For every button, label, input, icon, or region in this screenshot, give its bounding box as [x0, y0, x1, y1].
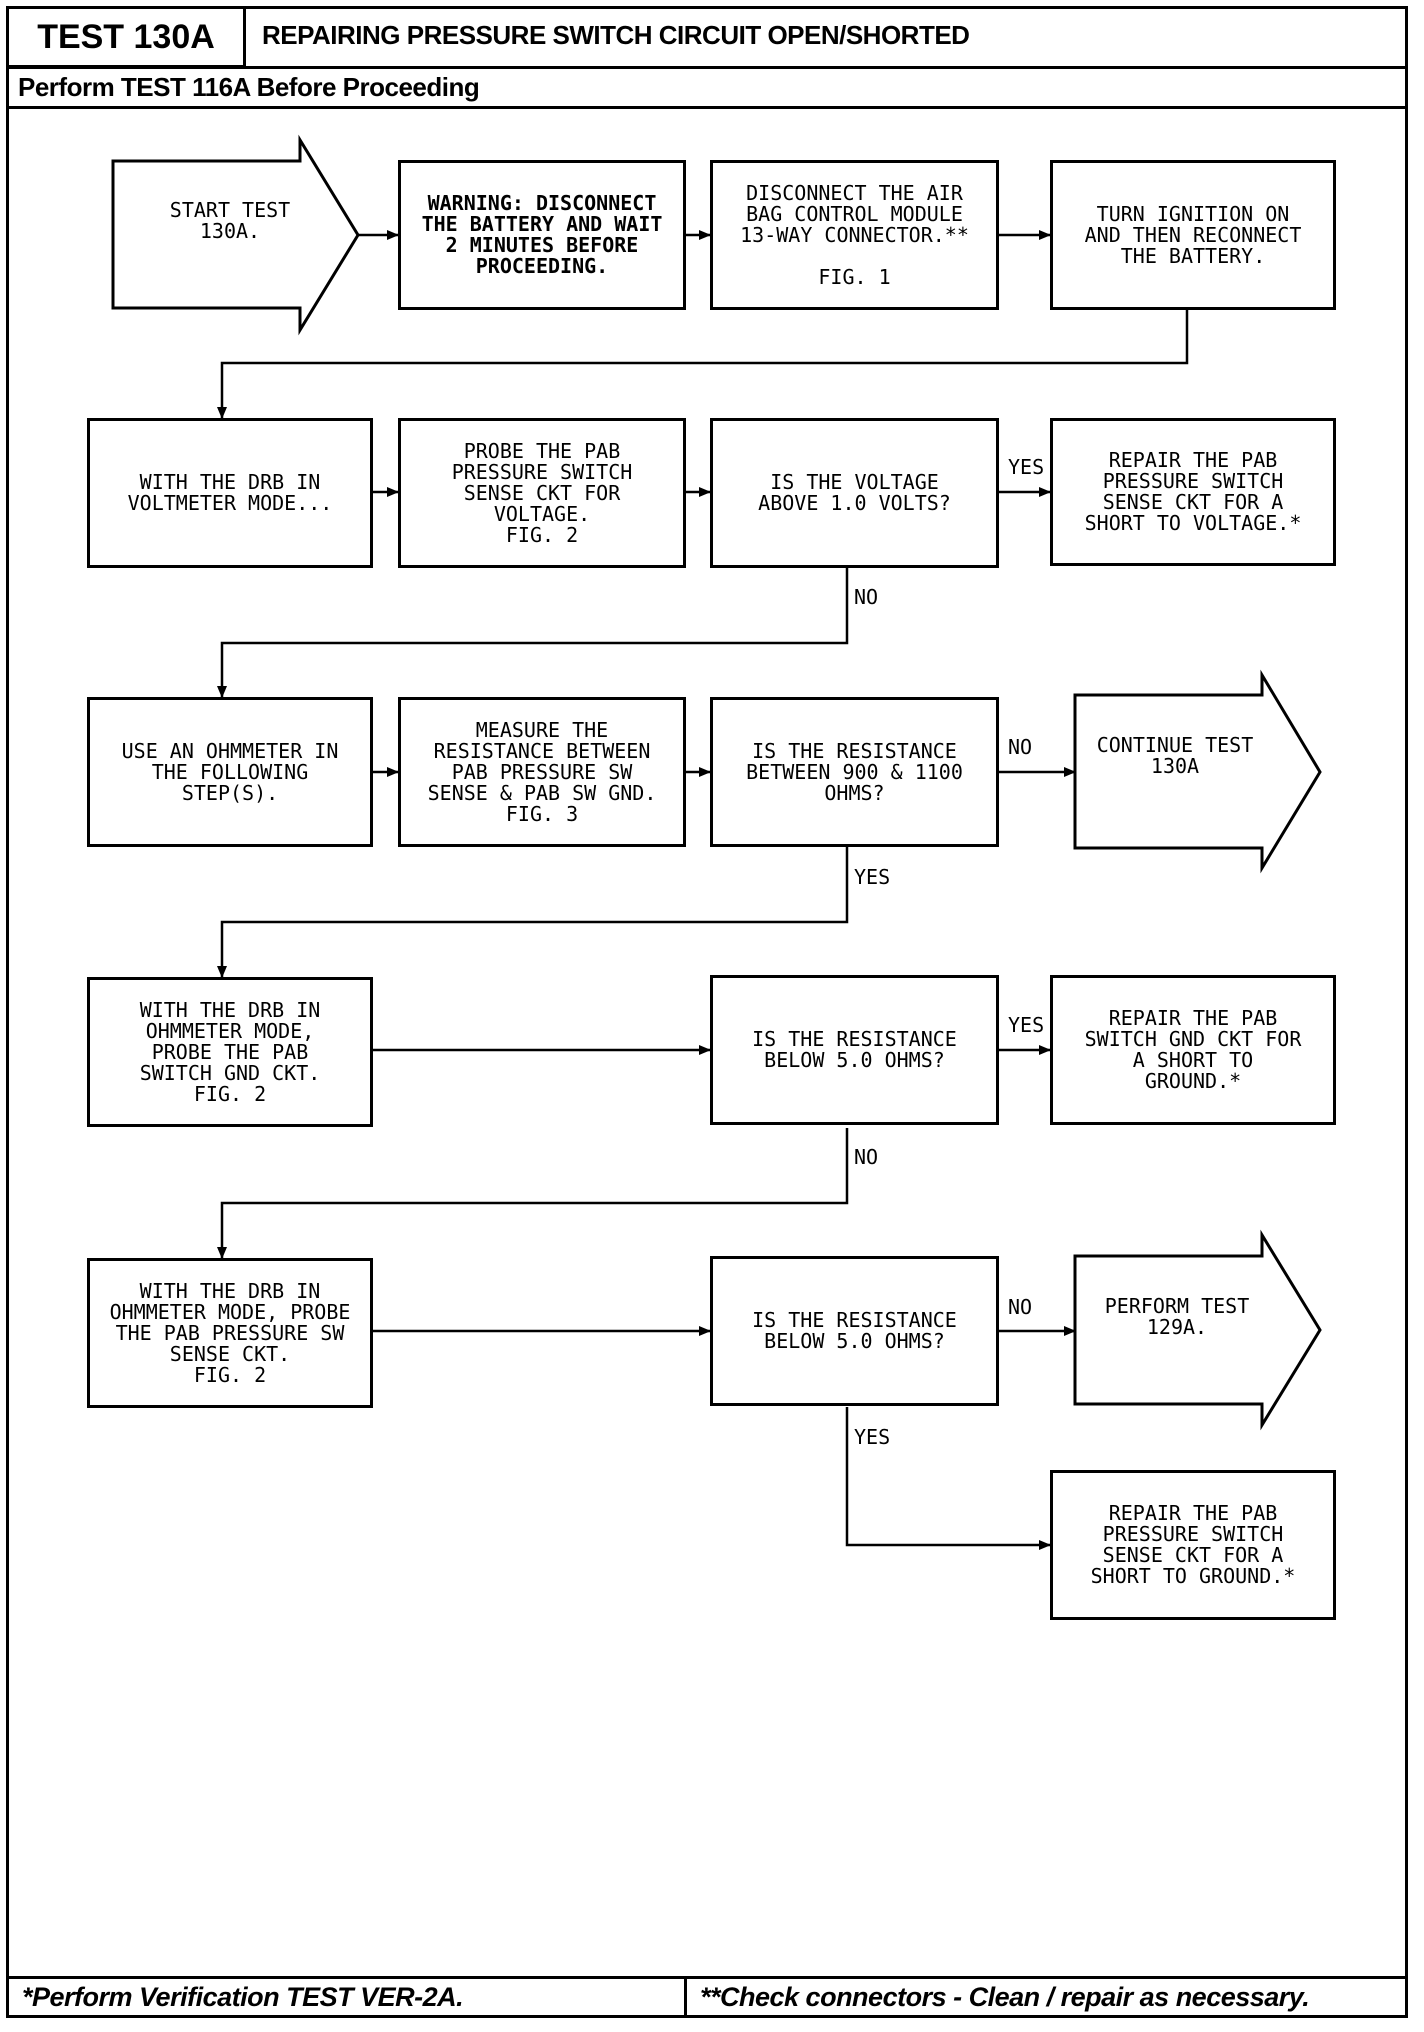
probe-sense-voltage-box: PROBE THE PAB PRESSURE SWITCH SENSE CKT …: [398, 418, 686, 568]
continue-test-label: CONTINUE TEST 130A: [1096, 733, 1254, 778]
yes-label: YES: [1008, 455, 1045, 479]
continue-arrow-shape: [1073, 669, 1322, 874]
drb-ohm-sense-box: WITH THE DRB IN OHMMETER MODE, PROBE THE…: [87, 1258, 373, 1408]
start-arrow-shape: [111, 134, 360, 336]
measure-resistance-box: MEASURE THE RESISTANCE BETWEEN PAB PRESS…: [398, 697, 686, 847]
footer-separator: [684, 1976, 687, 2018]
resistance-below-question-box: IS THE RESISTANCE BELOW 5.0 OHMS?: [710, 975, 999, 1125]
no-label: NO: [854, 1145, 879, 1169]
resistance-below-question-box-2: IS THE RESISTANCE BELOW 5.0 OHMS?: [710, 1256, 999, 1406]
footer-connector-note: **Check connectors - Clean / repair as n…: [700, 1982, 1310, 2012]
resistance-range-question-box: IS THE RESISTANCE BETWEEN 900 & 1100 OHM…: [710, 697, 999, 847]
footer-verification-note: *Perform Verification TEST VER-2A.: [22, 1982, 464, 2012]
warning-box: WARNING: DISCONNECT THE BATTERY AND WAIT…: [398, 160, 686, 310]
prerequisite-note: Perform TEST 116A Before Proceeding: [18, 72, 480, 102]
no-label: NO: [1008, 735, 1033, 759]
repair-short-voltage-box: REPAIR THE PAB PRESSURE SWITCH SENSE CKT…: [1050, 418, 1336, 566]
page-frame: [6, 6, 1408, 2018]
repair-sense-short-ground-box: REPAIR THE PAB PRESSURE SWITCH SENSE CKT…: [1050, 1470, 1336, 1620]
drb-ohm-gnd-box: WITH THE DRB IN OHMMETER MODE, PROBE THE…: [87, 977, 373, 1127]
no-label: NO: [1008, 1295, 1033, 1319]
yes-label: YES: [854, 1425, 891, 1449]
use-ohmmeter-box: USE AN OHMMETER IN THE FOLLOWING STEP(S)…: [87, 697, 373, 847]
yes-label: YES: [1008, 1013, 1045, 1037]
voltage-question-box: IS THE VOLTAGE ABOVE 1.0 VOLTS?: [710, 418, 999, 568]
no-label: NO: [854, 585, 879, 609]
page-title: REPAIRING PRESSURE SWITCH CIRCUIT OPEN/S…: [262, 20, 970, 50]
repair-gnd-short-box: REPAIR THE PAB SWITCH GND CKT FOR A SHOR…: [1050, 975, 1336, 1125]
footer-divider: [6, 1976, 1408, 1979]
drb-voltmeter-box: WITH THE DRB IN VOLTMETER MODE...: [87, 418, 373, 568]
ignition-on-box: TURN IGNITION ON AND THEN RECONNECT THE …: [1050, 160, 1336, 310]
perform-test-label: PERFORM TEST 129A.: [1104, 1294, 1250, 1339]
yes-label: YES: [854, 865, 891, 889]
header-divider: [6, 106, 1408, 109]
start-test-label: START TEST 130A.: [169, 198, 291, 243]
disconnect-module-box: DISCONNECT THE AIR BAG CONTROL MODULE 13…: [710, 160, 999, 310]
header-divider: [6, 66, 1408, 69]
perform-arrow-shape: [1073, 1229, 1322, 1431]
